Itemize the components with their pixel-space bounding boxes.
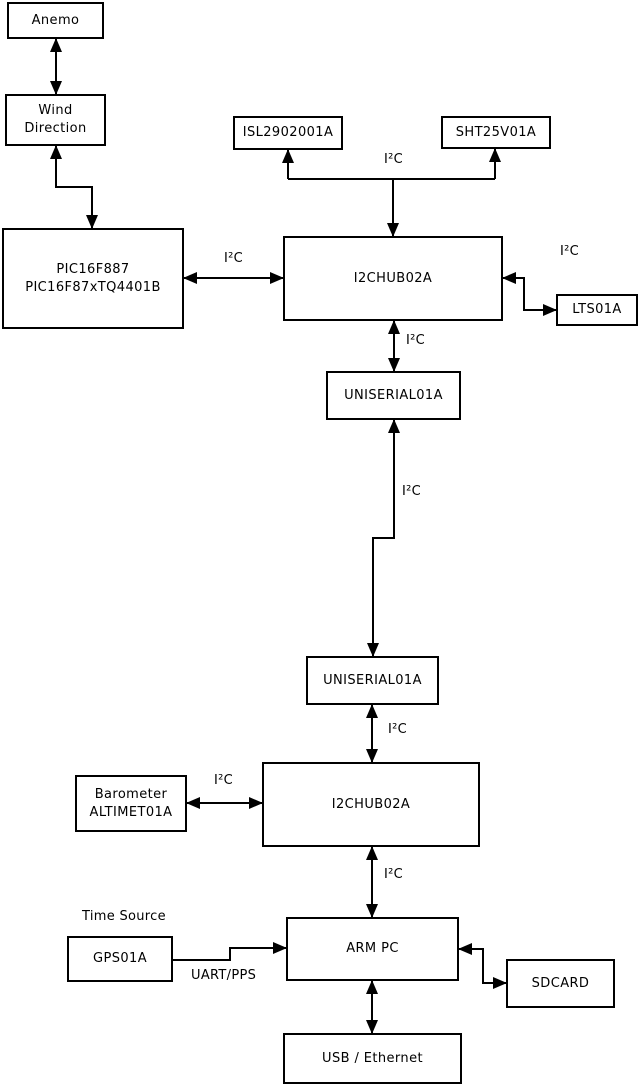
node-wind-direction: Wind Direction [5,94,106,146]
node-wind-direction-label-line2: Direction [24,121,87,136]
node-usb-ethernet: USB / Ethernet [283,1033,462,1084]
node-uniserial01a-top: UNISERIAL01A [326,371,461,420]
node-i2chub02a-bottom: I2CHUB02A [262,762,480,847]
node-anemo: Anemo [7,2,104,39]
edge-label-i2c-hub-uniserial: I²C [406,333,426,348]
node-lts01a: LTS01A [556,294,638,326]
node-usb-ethernet-label: USB / Ethernet [322,1050,423,1066]
node-i2chub02a-bottom-label: I2CHUB02A [331,796,411,812]
node-anemo-label: Anemo [31,12,80,28]
edge-label-uart-pps: UART/PPS [191,968,257,983]
node-pic-label-line1: PIC16F887 [56,261,130,277]
node-lts01a-label: LTS01A [572,302,622,318]
connector-armpc-sdcard [458,943,507,989]
edge-label-i2c-hub-armpc: I²C [384,867,404,882]
edge-label-time-source: Time Source [82,909,166,924]
connector-i2chub-lts [502,272,557,316]
node-sht25v01a: SHT25V01A [441,116,551,149]
node-gps01a: GPS01A [67,936,173,982]
edge-label-i2c-uniserial-link: I²C [402,484,422,499]
node-sdcard: SDCARD [506,959,615,1008]
edge-label-i2c-barometer-hub: I²C [214,773,234,788]
node-arm-pc: ARM PC [286,917,459,981]
node-isl2902001a: ISL2902001A [233,116,343,150]
node-barometer-label-line2: ALTIMET01A [89,804,173,820]
edge-label-i2c-pic-hub: I²C [224,251,244,266]
node-gps01a-label: GPS01A [92,951,147,967]
node-arm-pc-label: ARM PC [346,941,399,957]
connector-wind-pic [50,145,98,229]
node-isl2902001a-label: ISL2902001A [242,125,334,141]
node-pic-microcontroller: PIC16F887 PIC16F87xTQ4401B [2,228,184,329]
edge-label-i2c-uniserial-hub: I²C [388,722,408,737]
connector-uniserial-uniserial [367,419,400,657]
node-uniserial01a-top-label: UNISERIAL01A [344,387,443,403]
node-sdcard-label: SDCARD [531,975,590,991]
node-pic-label-line2: PIC16F87xTQ4401B [25,279,161,295]
node-barometer-altimet01a: Barometer ALTIMET01A [75,775,187,832]
node-sht25v01a-label: SHT25V01A [455,124,537,140]
edge-label-i2c-hub-lts: I²C [560,244,580,259]
node-wind-direction-label-line1: Wind [38,103,73,119]
node-i2chub02a-top: I2CHUB02A [283,236,503,321]
edge-label-i2c-bus-top: I²C [384,152,404,167]
node-uniserial01a-bottom: UNISERIAL01A [306,656,439,705]
node-i2chub02a-top-label: I2CHUB02A [353,270,433,286]
connector-gps-armpc [173,942,287,961]
node-barometer-label-line1: Barometer [94,786,168,802]
node-uniserial01a-bottom-label: UNISERIAL01A [323,672,422,688]
